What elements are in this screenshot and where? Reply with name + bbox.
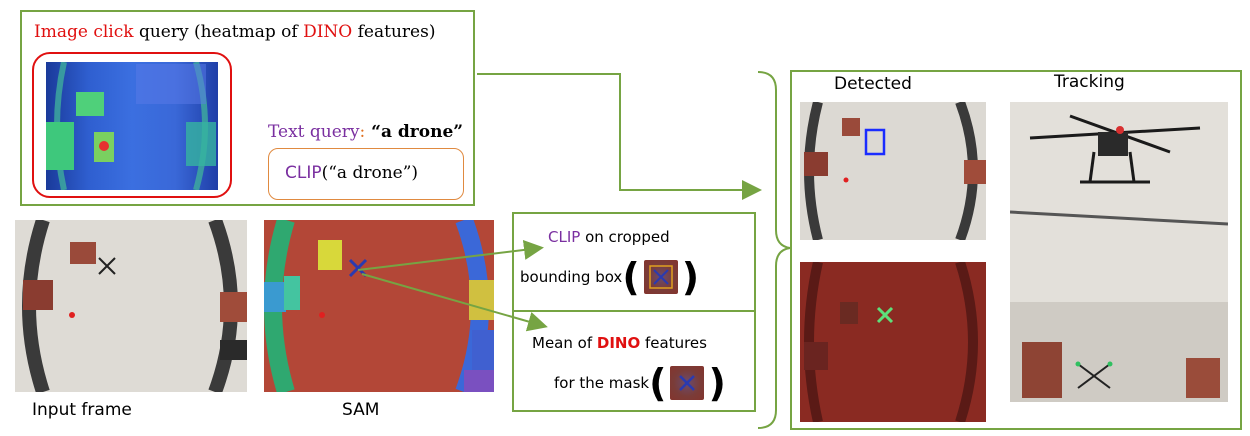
clip-word: CLIP: [548, 228, 581, 246]
title-end: features): [352, 22, 436, 42]
drone-icon: [648, 265, 673, 289]
cropped-box-thumbnail: [643, 260, 678, 294]
clip-call-box: CLIP(“a drone”): [268, 148, 464, 200]
arrow-sam-to-clip: [357, 239, 544, 271]
mean-dino: DINO: [596, 334, 641, 352]
heatmap-overlay: [46, 62, 216, 190]
detected-scene: [800, 102, 986, 240]
text-query-label: Text query: [268, 122, 360, 142]
heatmap-image: [46, 62, 218, 190]
title-dino: DINO: [303, 22, 353, 42]
bbox-text: bounding box: [520, 268, 623, 286]
image-click-label: Image click: [34, 22, 134, 42]
bbox-line: bounding box ( ): [520, 258, 699, 296]
text-query-line: Text query: “a drone”: [268, 122, 463, 142]
merge-brace: [757, 71, 791, 429]
sam-caption: SAM: [342, 400, 380, 420]
text-query-value: “a drone”: [365, 122, 464, 142]
mean-dino-line: Mean of DINO features: [532, 334, 707, 352]
tracking-image: [1010, 102, 1228, 402]
bbox-paren-close: ): [681, 255, 700, 299]
mean-suffix: features: [640, 334, 707, 352]
tracking-label: Tracking: [1054, 72, 1125, 92]
sam-image: [264, 220, 494, 392]
detected-image: [800, 102, 986, 240]
mask-line: for the mask ( ): [554, 364, 726, 402]
drone-mask-icon: [679, 375, 696, 391]
clip-call-arg: (“a drone”): [321, 163, 419, 183]
clip-rest: on cropped: [580, 228, 670, 246]
tracking-scene: [1010, 102, 1228, 402]
mask-scene: [800, 262, 986, 422]
divider: [512, 310, 756, 312]
bbox-paren-open: (: [622, 255, 640, 299]
mask-result-image: [800, 262, 986, 422]
clip-call-name: CLIP: [285, 163, 322, 183]
mask-thumbnail: [670, 366, 705, 400]
heatmap-frame: [32, 52, 232, 198]
image-click-title: Image click query (heatmap of DINO featu…: [34, 22, 435, 42]
text-query-colon: :: [359, 122, 366, 142]
input-frame-image: [15, 220, 247, 392]
input-frame-scene: [15, 220, 247, 392]
mask-paren-open: (: [649, 361, 667, 405]
detected-label: Detected: [834, 74, 912, 94]
query-panel: Image click query (heatmap of DINO featu…: [20, 10, 475, 206]
mask-paren-close: ): [708, 361, 726, 405]
results-panel: Detected Tracking: [790, 70, 1242, 430]
title-rest: query (heatmap of: [133, 22, 304, 42]
mask-text: for the mask: [554, 374, 650, 392]
sam-segments: [264, 220, 494, 392]
arrow-sam-to-dino: [361, 273, 548, 332]
clip-cropped-line: CLIP on cropped: [548, 228, 670, 246]
input-frame-caption: Input frame: [32, 400, 132, 420]
feature-panel: CLIP on cropped bounding box ( ) Mean of…: [512, 212, 756, 412]
mean-prefix: Mean of: [532, 334, 597, 352]
arrow-query-to-results: [477, 73, 762, 200]
